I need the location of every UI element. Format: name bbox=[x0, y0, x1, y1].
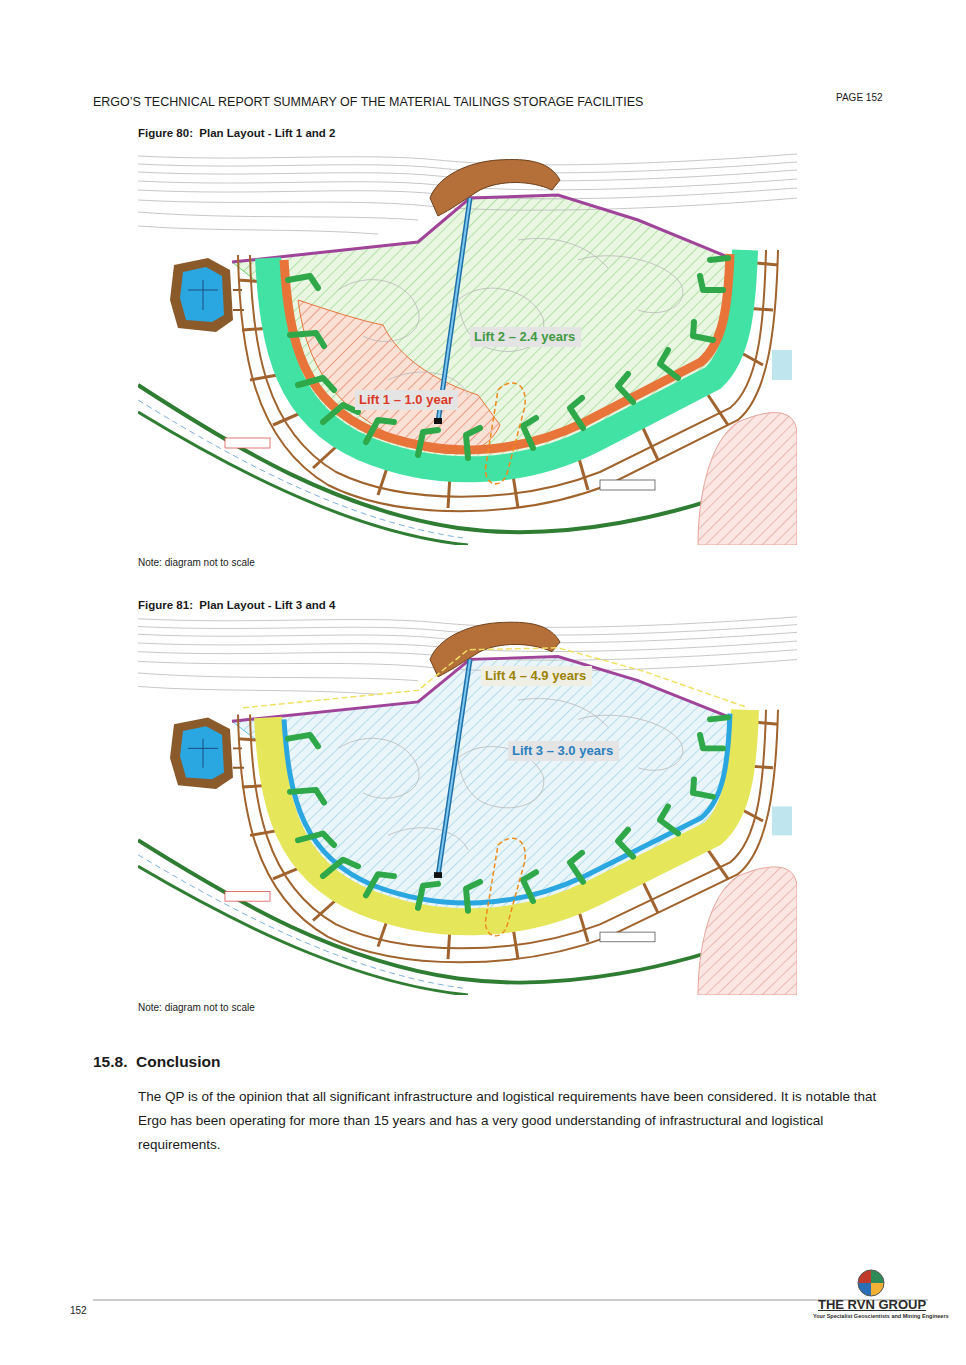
dashed-outline bbox=[485, 838, 525, 936]
delivery-pipeline bbox=[434, 659, 470, 878]
plan-figure bbox=[138, 150, 797, 545]
figure-ground bbox=[138, 613, 797, 995]
lift-label: Lift 4 – 4.9 years bbox=[481, 666, 592, 686]
plan-figure bbox=[138, 613, 797, 995]
lift-4-wall bbox=[268, 710, 745, 922]
lift-label-text: Lift 3 – 3.0 years bbox=[512, 743, 615, 759]
page-tag: PAGE 152 bbox=[836, 92, 883, 104]
lift-label-text: Lift 1 – 1.0 year bbox=[359, 392, 454, 408]
drain-ribs bbox=[288, 258, 728, 458]
lift-label: Lift 1 – 1.0 year bbox=[355, 390, 458, 410]
logo-mark bbox=[858, 1270, 884, 1296]
lift-label-text: Lift 2 – 2.4 years bbox=[474, 329, 577, 345]
terrain bbox=[138, 154, 797, 545]
running-header: ERGO’S TECHNICAL REPORT SUMMARY OF THE M… bbox=[93, 95, 643, 110]
drain-ribs bbox=[288, 717, 728, 910]
footer-rule bbox=[93, 1300, 928, 1301]
body-paragraph: The QP is of the opinion that all signif… bbox=[138, 1085, 902, 1157]
lift-4-boundary bbox=[243, 648, 748, 708]
lift-label-text: Lift 4 – 4.9 years bbox=[485, 668, 588, 684]
page-number: 152 bbox=[70, 1305, 87, 1317]
lift-3-wall bbox=[284, 714, 730, 903]
figure-title: Figure 80: Plan Layout - Lift 1 and 2 bbox=[138, 126, 335, 140]
dashed-outline bbox=[485, 383, 525, 484]
figure-title: Figure 81: Plan Layout - Lift 3 and 4 bbox=[138, 598, 335, 612]
figure-ground bbox=[138, 150, 797, 545]
lift-3-area bbox=[232, 657, 740, 925]
lift-label: Lift 2 – 2.4 years bbox=[470, 327, 581, 347]
lift-2-area bbox=[232, 195, 740, 472]
terrain bbox=[138, 617, 797, 995]
figure-note: Note: diagram not to scale bbox=[138, 1002, 255, 1014]
lift-label: Lift 3 – 3.0 years bbox=[508, 741, 619, 761]
lift-2-wall bbox=[268, 250, 745, 469]
section-heading: 15.8. Conclusion bbox=[93, 1052, 220, 1071]
figure-note: Note: diagram not to scale bbox=[138, 557, 255, 569]
logo-tagline: Your Specialist Geoscientists and Mining… bbox=[813, 1313, 949, 1320]
logo-text: THE RVN GROUP bbox=[818, 1297, 926, 1313]
lift-1-wall bbox=[284, 254, 730, 450]
